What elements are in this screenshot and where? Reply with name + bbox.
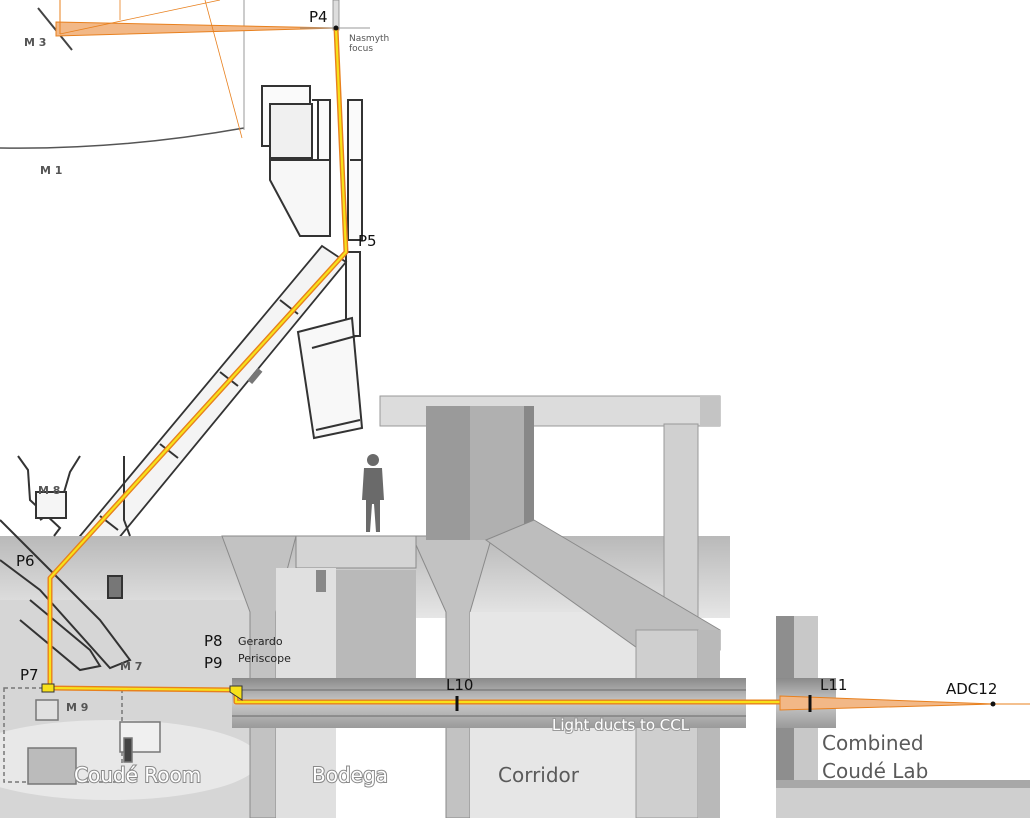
p6-label: P6 — [16, 552, 35, 570]
adc12-label: ADC12 — [946, 680, 997, 698]
gerardo-periscope-line2: Periscope — [238, 652, 291, 665]
p7-label: P7 — [20, 666, 39, 684]
p8-label: P8 — [204, 632, 223, 650]
m8-label: M 8 — [38, 484, 60, 497]
nasmyth-focus-line1: Nasmyth — [349, 34, 389, 44]
m3-label: M 3 — [24, 36, 46, 49]
coude-room-label: Coudé Room — [74, 763, 201, 787]
m7-label: M 7 — [120, 660, 142, 673]
p9-label: P9 — [204, 654, 223, 672]
gerardo-periscope-line1: Gerardo — [238, 635, 283, 648]
nasmyth-focus-line2: focus — [349, 44, 373, 54]
p4-label: P4 — [309, 8, 328, 26]
m8-m7-mount — [0, 455, 132, 672]
coude-room-equipment — [3, 687, 161, 785]
light-ducts-label: Light ducts to CCL — [552, 716, 690, 734]
ccl-label-line1: Combined — [822, 731, 924, 755]
m9-label: M 9 — [66, 701, 88, 714]
corridor-label: Corridor — [498, 763, 580, 787]
bodega-label: Bodega — [312, 763, 388, 787]
nasmyth-platform-structure — [261, 85, 364, 440]
l11-label: L11 — [820, 676, 847, 694]
ccl-label-line2: Coudé Lab — [822, 759, 928, 783]
p5-label: P5 — [358, 232, 377, 250]
light-path — [41, 25, 1030, 712]
l10-label: L10 — [446, 676, 473, 694]
person-silhouette — [362, 454, 384, 532]
m1-label: M 1 — [40, 164, 62, 177]
